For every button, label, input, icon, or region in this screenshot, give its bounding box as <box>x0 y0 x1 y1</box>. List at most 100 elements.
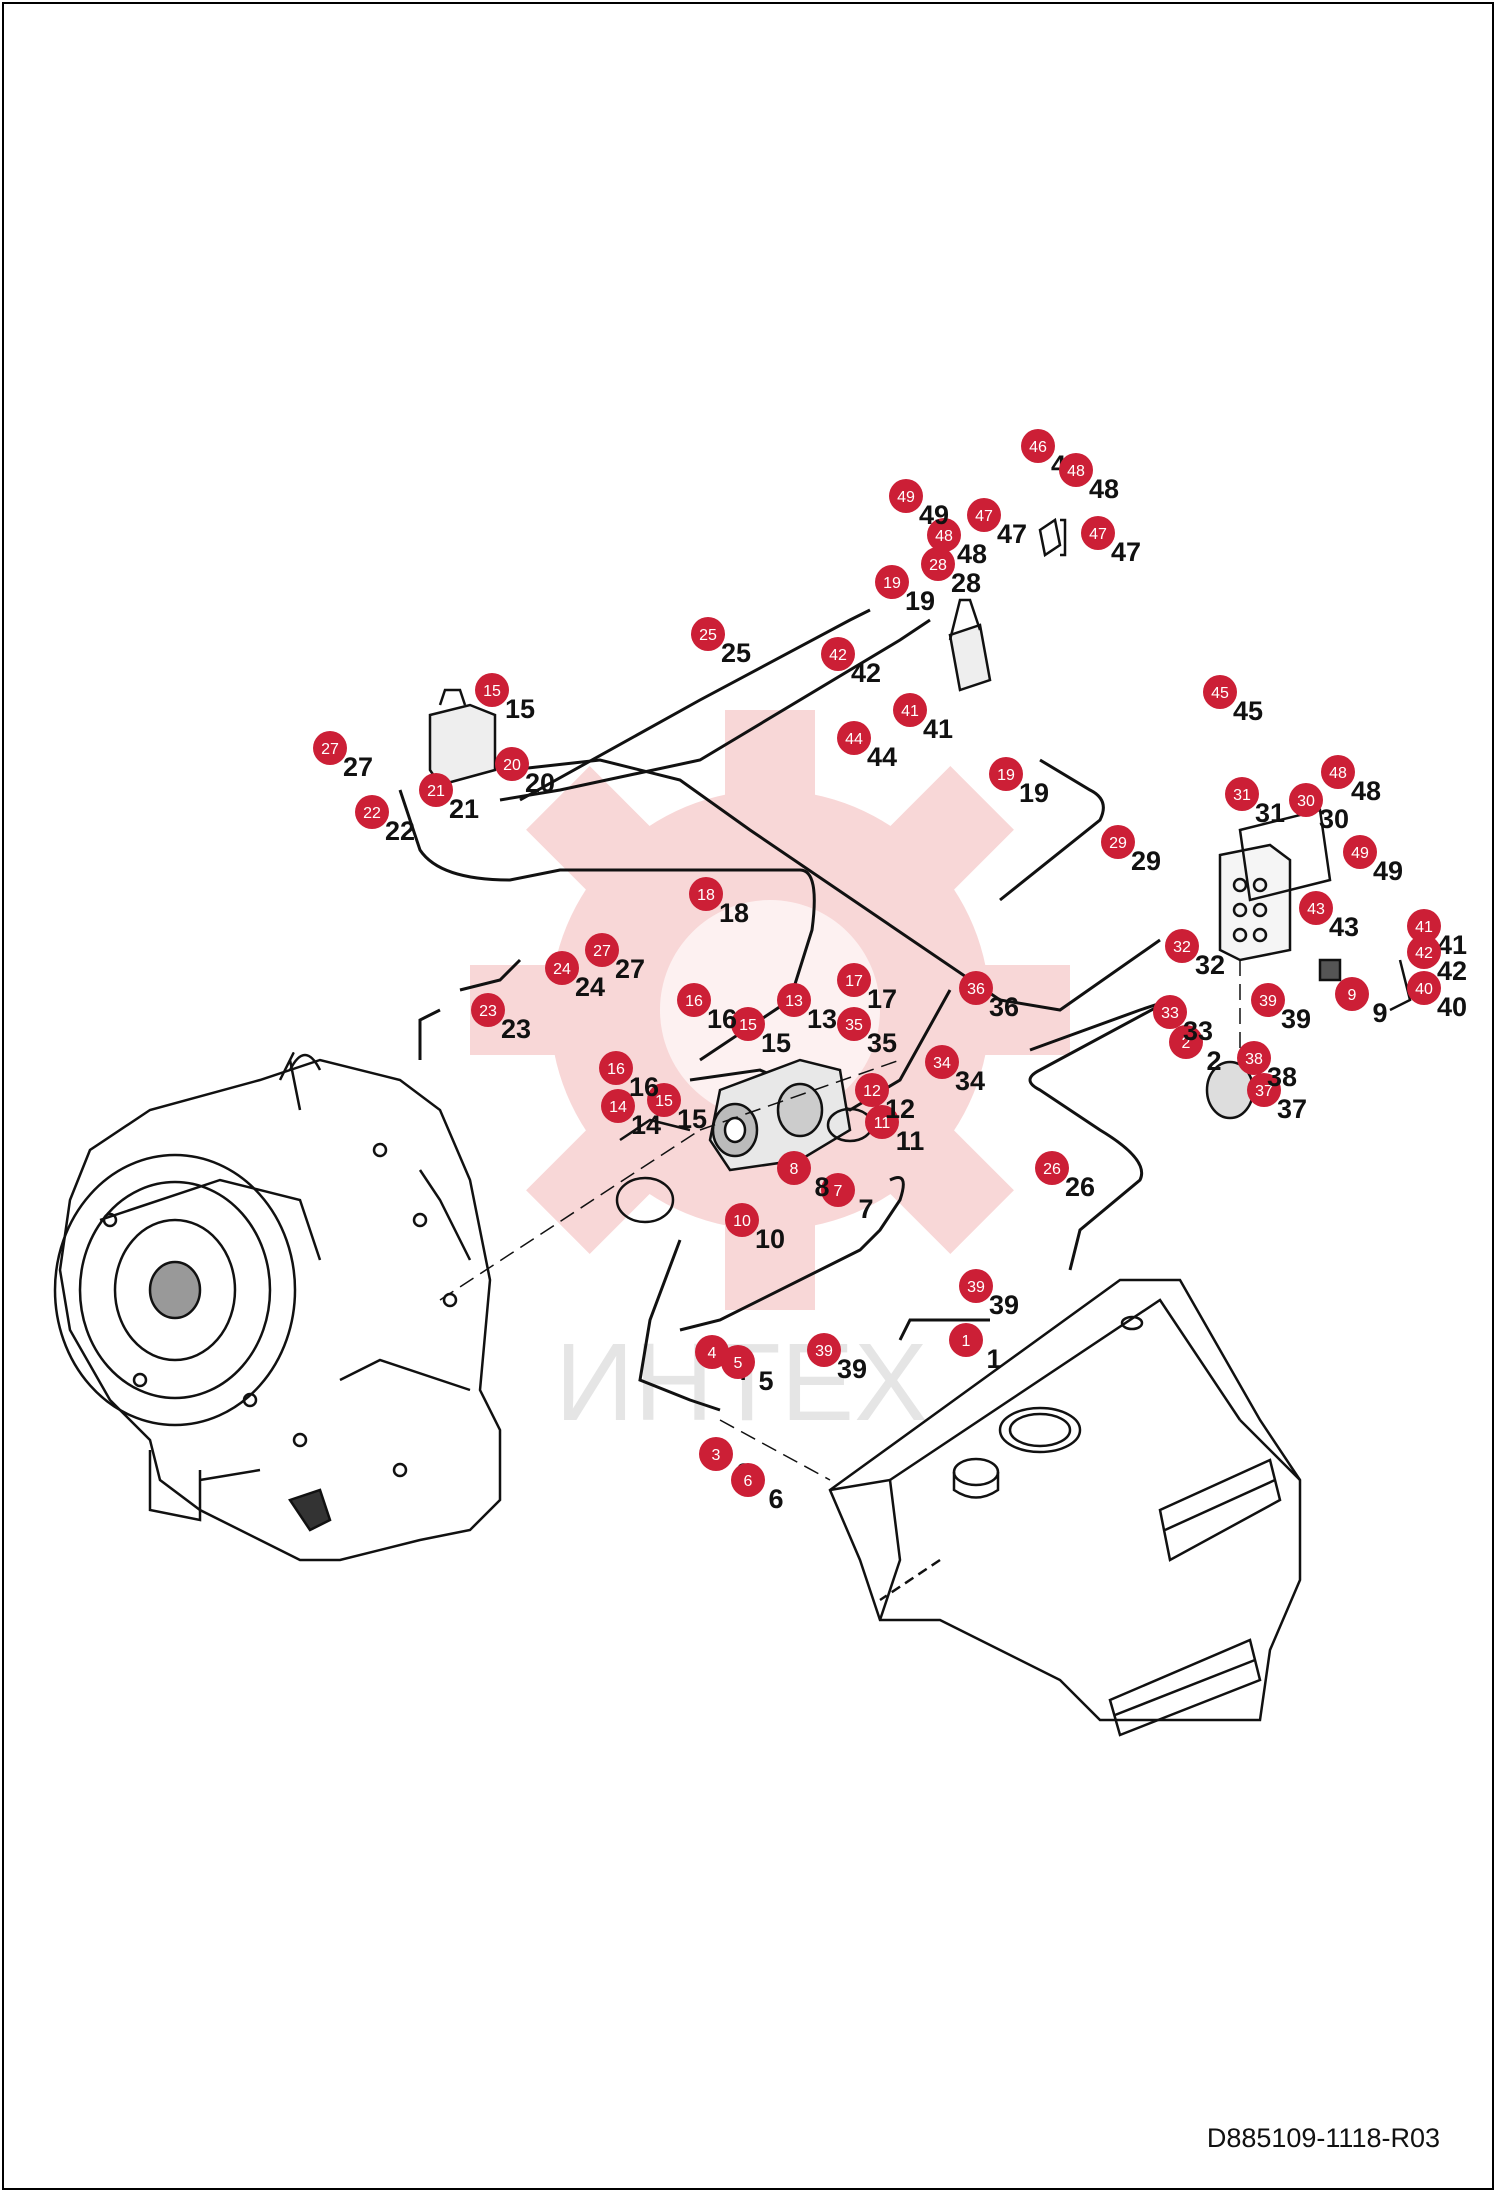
callout-marker <box>807 1333 841 1367</box>
callout-marker <box>821 637 855 671</box>
callout-number: 39 <box>967 1279 985 1296</box>
callout-number: 10 <box>733 1213 751 1230</box>
callout-marker <box>721 1345 755 1379</box>
callout-marker <box>1237 1041 1271 1075</box>
callout-number: 15 <box>483 683 501 700</box>
callout-marker <box>949 1323 983 1357</box>
callout-label: 26 <box>1065 1172 1095 1202</box>
callout-label: 15 <box>505 694 535 724</box>
callout-number: 40 <box>1415 981 1433 998</box>
callout-number: 23 <box>479 1003 497 1020</box>
callout-number: 12 <box>863 1083 881 1100</box>
callout-label: 37 <box>1277 1094 1307 1124</box>
callout-marker <box>927 518 961 552</box>
callout-label: 45 <box>1233 696 1263 726</box>
callout-number: 26 <box>1043 1161 1061 1178</box>
callout-marker <box>695 1335 729 1369</box>
transmission <box>53 1052 502 1562</box>
callout-number: 25 <box>699 627 717 644</box>
callout-marker <box>601 1089 635 1123</box>
callout-marker <box>471 993 505 1027</box>
callout-marker <box>1343 835 1377 869</box>
callout-label: 19 <box>905 586 935 616</box>
callout-label: 23 <box>501 1014 531 1044</box>
callout-marker <box>699 1437 733 1471</box>
valve-blocks <box>428 517 1412 1120</box>
callout-marker <box>875 565 909 599</box>
callout-marker <box>1081 516 1115 550</box>
callout-marker <box>1059 453 1093 487</box>
callout-label: 39 <box>989 1290 1019 1320</box>
callout-6: 66 <box>731 1463 784 1514</box>
callout-label: 19 <box>1019 778 1049 808</box>
callout-5: 55 <box>721 1345 774 1396</box>
callout-number: 30 <box>1297 793 1315 810</box>
callout-label: 44 <box>867 742 897 772</box>
callout-number: 28 <box>929 557 947 574</box>
callout-number: 27 <box>593 943 611 960</box>
callout-number: 20 <box>503 757 521 774</box>
callout-number: 47 <box>975 508 993 525</box>
callout-number: 34 <box>933 1055 951 1072</box>
callout-label: 8 <box>814 1172 829 1202</box>
callout-label: 9 <box>1372 998 1387 1028</box>
callout-number: 9 <box>1348 987 1357 1004</box>
callout-label: 15 <box>761 1028 791 1058</box>
callout-number: 5 <box>734 1355 743 1372</box>
callout-number: 48 <box>935 528 953 545</box>
callout-marker <box>821 1173 855 1207</box>
callout-number: 22 <box>363 805 381 822</box>
callout-label: 47 <box>1111 537 1141 567</box>
pump-assembly <box>615 1058 874 1224</box>
callout-marker <box>837 721 871 755</box>
callout-number: 19 <box>883 575 901 592</box>
callout-number: 29 <box>1109 835 1127 852</box>
callout-marker <box>837 963 871 997</box>
callout-label: 7 <box>858 1194 873 1224</box>
callout-marker <box>1299 891 1333 925</box>
callout-number: 4 <box>708 1345 717 1362</box>
watermark-text: ИНТЕХ <box>555 1321 927 1444</box>
callout-marker <box>419 773 453 807</box>
callout-number: 15 <box>655 1093 673 1110</box>
callout-label: 21 <box>449 794 479 824</box>
callout-label: 5 <box>758 1366 773 1396</box>
callout-label: 17 <box>867 984 897 1014</box>
callout-label: 15 <box>677 1104 707 1134</box>
callout-number: 18 <box>697 887 715 904</box>
callout-number: 46 <box>1029 439 1047 456</box>
callout-marker <box>1203 675 1237 709</box>
callout-number: 43 <box>1307 901 1325 918</box>
callout-label: 30 <box>1319 804 1349 834</box>
callout-marker <box>313 731 347 765</box>
callout-label: 41 <box>923 714 953 744</box>
callout-marker <box>967 498 1001 532</box>
callout-number: 16 <box>607 1061 625 1078</box>
callout-number: 37 <box>1255 1083 1273 1100</box>
callout-label: 40 <box>1437 992 1467 1022</box>
callout-marker <box>1247 1073 1281 1107</box>
